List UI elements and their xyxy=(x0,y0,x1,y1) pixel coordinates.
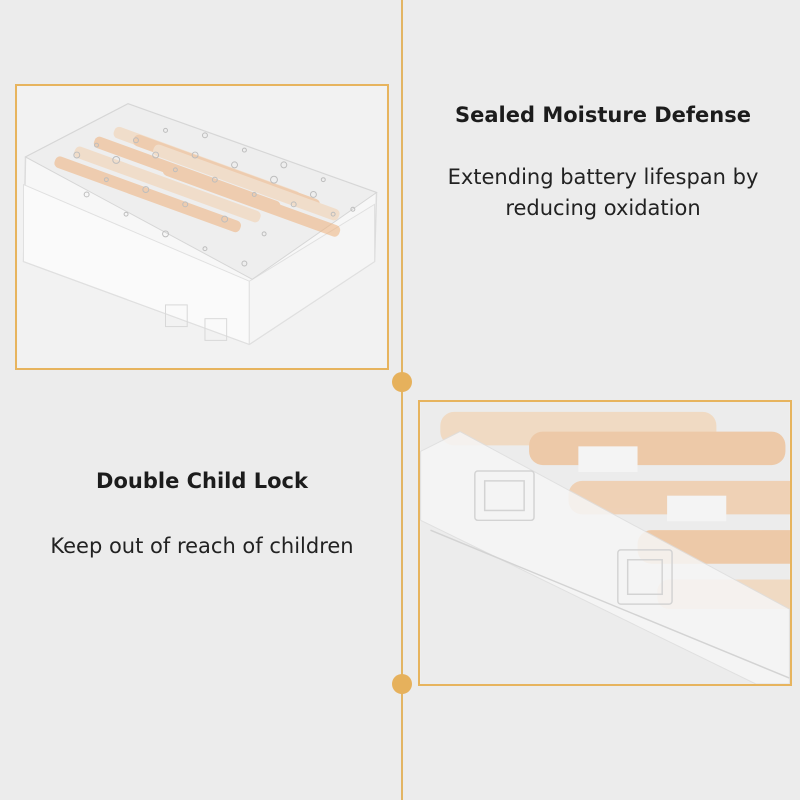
child-lock-image xyxy=(418,400,792,686)
timeline-dot-upper xyxy=(392,372,412,392)
timeline-line xyxy=(401,0,403,800)
battery-box-droplets-illustration xyxy=(17,86,387,368)
moisture-defense-image xyxy=(15,84,389,370)
feature-title-child-lock: Double Child Lock xyxy=(96,469,308,493)
feature-description-child-lock: Keep out of reach of children xyxy=(50,534,354,558)
timeline-dot-lower xyxy=(392,674,412,694)
feature-title-moisture: Sealed Moisture Defense xyxy=(455,103,751,127)
feature-description-moisture: Extending battery lifespan by reducing o… xyxy=(447,165,759,220)
battery-box-lock-illustration xyxy=(420,402,790,684)
